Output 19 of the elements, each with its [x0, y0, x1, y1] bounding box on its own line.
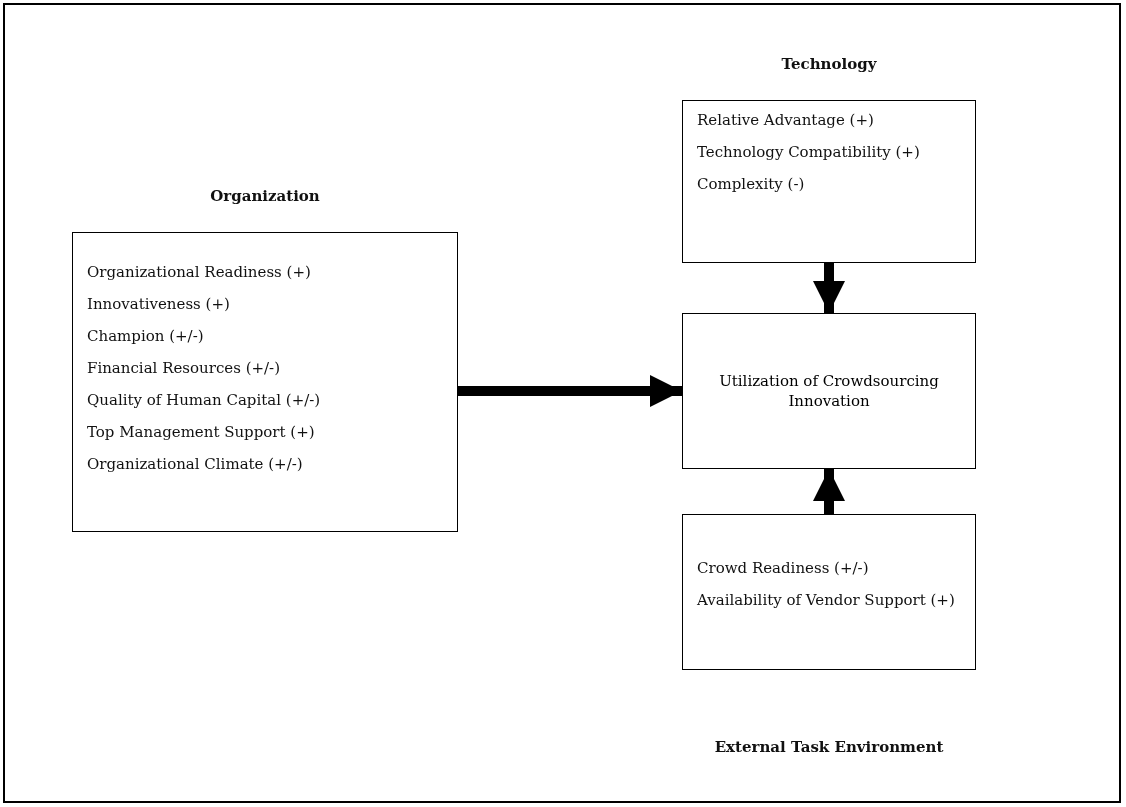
factor-item: Innovativeness (+) — [87, 295, 230, 313]
factor-item: Technology Compatibility (+) — [697, 143, 920, 161]
block-arrow — [813, 263, 845, 313]
factor-item: Organizational Climate (+/-) — [87, 455, 303, 473]
block-arrow — [813, 469, 845, 514]
group-heading: Organization — [209, 187, 321, 205]
factor-item: Complexity (-) — [697, 175, 805, 193]
factor-item: Relative Advantage (+) — [697, 111, 874, 129]
factor-item: Financial Resources (+/-) — [87, 359, 281, 377]
group-heading: External Task Environment — [713, 738, 945, 756]
outcome-text: Utilization of Crowdsourcing Innovation — [718, 371, 940, 411]
factor-item: Top Management Support (+) — [87, 423, 315, 441]
factor-item: Champion (+/-) — [87, 327, 204, 345]
block-arrow — [458, 375, 682, 407]
factor-item: Organizational Readiness (+) — [87, 263, 311, 281]
factor-item: Availability of Vendor Support (+) — [697, 591, 955, 609]
group-heading: Technology — [780, 55, 878, 73]
factor-item: Quality of Human Capital (+/-) — [87, 391, 321, 409]
factor-item: Crowd Readiness (+/-) — [697, 559, 869, 577]
